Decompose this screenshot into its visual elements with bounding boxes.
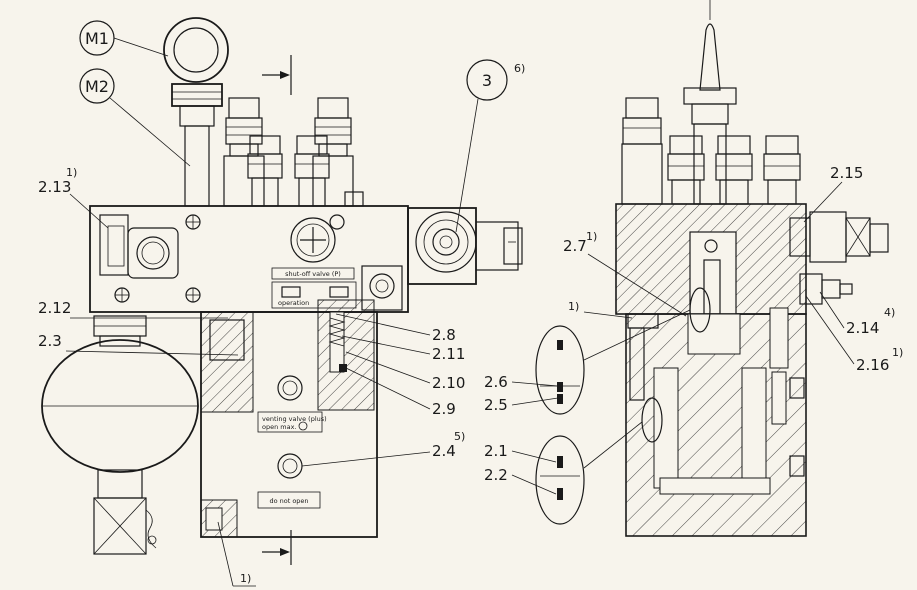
label-2-1: 2.1 (484, 442, 508, 460)
venting-text: venting valve (plus) (262, 415, 327, 423)
section-cut-left (200, 311, 254, 413)
label-2-2: 2.2 (484, 466, 508, 484)
right-view (615, 0, 889, 537)
detail-ellipse-lower (535, 435, 585, 525)
label-2-10: 2.10 (432, 374, 465, 392)
label-2-15: 2.15 (830, 164, 863, 182)
label-2-13-note: 1) (66, 166, 77, 179)
venting-plate (257, 411, 323, 433)
fitting-group-right (621, 97, 801, 205)
fitting-group-left (223, 97, 364, 207)
callout-3-circle (466, 59, 508, 101)
spring-icon (328, 317, 346, 347)
do-not-open-plate (257, 491, 321, 509)
accumulator-valve-cap (93, 497, 147, 555)
label-2-7-note: 1) (586, 230, 597, 243)
solenoid-coil-icon (415, 211, 477, 273)
shutoff-valve-text: shut-off valve (P) (285, 270, 341, 278)
callout-m2: M2 (85, 77, 109, 96)
label-2-16: 2.16 (856, 356, 889, 374)
label-2-12: 2.12 (38, 299, 71, 317)
operation-text: operation (278, 299, 309, 307)
label-right-note: 1) (568, 300, 579, 313)
eye-bolt-nut (171, 83, 223, 107)
label-2-5: 2.5 (484, 396, 508, 414)
valve-body-lower (200, 311, 378, 538)
callout-3: 3 (482, 71, 492, 90)
label-2-13: 2.13 (38, 178, 71, 196)
gauge-port-icon (290, 217, 336, 263)
label-2-14: 2.14 (846, 319, 879, 337)
eye-bolt-ring (163, 17, 229, 83)
label-2-6: 2.6 (484, 373, 508, 391)
label-bottom-note: 1) (240, 572, 251, 585)
label-2-9: 2.9 (432, 400, 456, 418)
dust-cap-chain-icon (145, 509, 157, 549)
callout-3-note: 6) (514, 62, 525, 75)
open-max-text: open max. (262, 423, 297, 431)
label-2-11: 2.11 (432, 345, 465, 363)
callout-m2-circle (79, 68, 115, 104)
shutoff-valve-plate (271, 267, 355, 280)
lifting-pin (699, 23, 721, 91)
label-2-4: 2.4 (432, 442, 456, 460)
label-2-16-note: 1) (892, 346, 903, 359)
label-2-3: 2.3 (38, 332, 62, 350)
detail-ellipse-upper (535, 325, 585, 415)
callout-m1: M1 (85, 29, 109, 48)
label-2-4-note: 5) (454, 430, 465, 443)
label-2-14-note: 4) (884, 306, 895, 319)
label-2-7: 2.7 (563, 237, 587, 255)
section-cut-right (317, 299, 375, 411)
left-view: shut-off valve (P) operation 3 6) ven (41, 17, 525, 565)
eye-bolt-shaft (184, 125, 210, 207)
label-2-8: 2.8 (432, 326, 456, 344)
do-not-open-text: do not open (269, 497, 308, 505)
